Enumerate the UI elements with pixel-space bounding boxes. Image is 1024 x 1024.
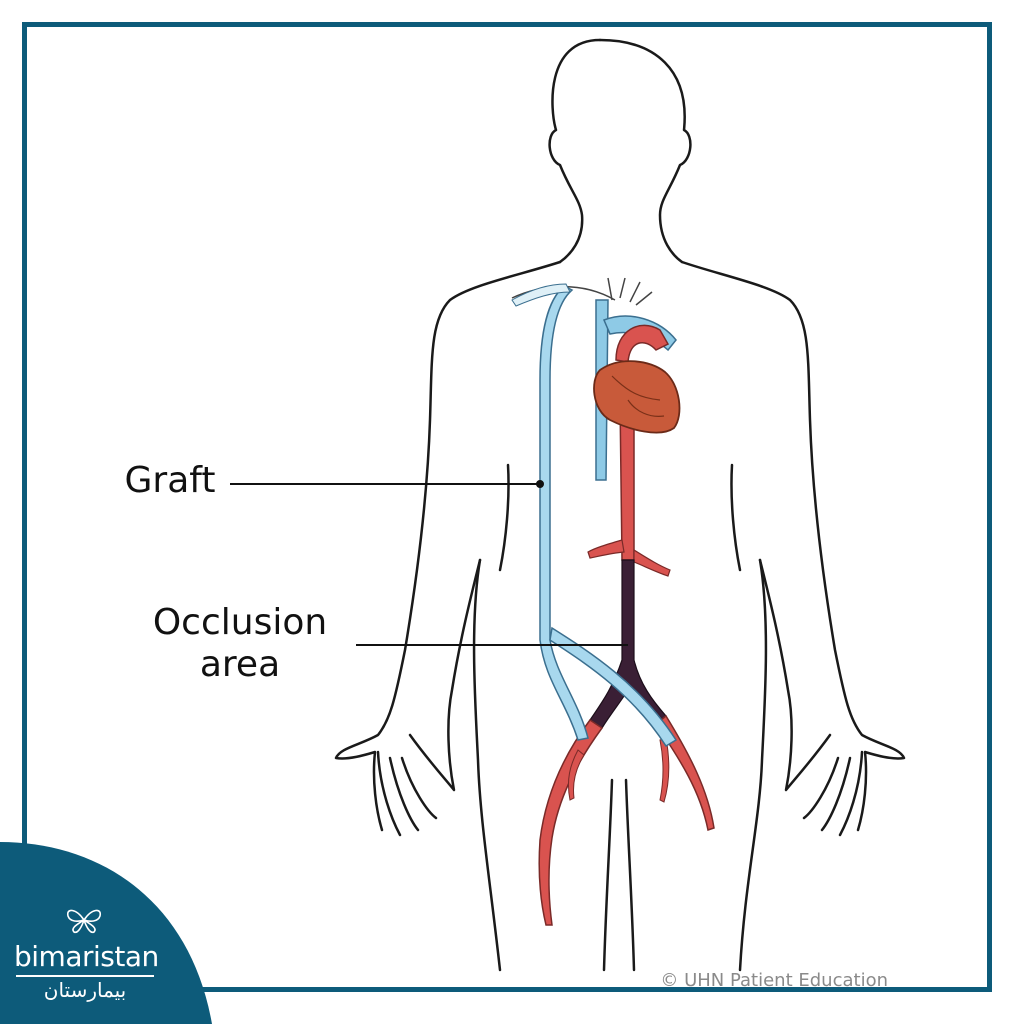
leader-lines [230,480,628,646]
body-outline [334,38,906,972]
logo-divider [16,975,154,977]
logo-name-arabic: بيمارستان [43,978,127,1002]
occlusion-label-line2: area [199,644,281,685]
graft-label: Graft [124,460,216,501]
heart [593,360,681,434]
logo-background [0,842,212,1024]
graft-pointer-dot [536,480,544,488]
occlusion-label-line1: Occlusion [152,602,328,643]
occlusion-area-label: Occlusion area [140,602,340,686]
butterfly-icon [66,909,102,934]
aorta [587,324,671,577]
copyright-notice: © UHN Patient Education [660,970,888,991]
iliac-arteries [538,714,715,926]
graft [511,283,678,748]
logo-name-english: bimaristan [14,940,159,973]
